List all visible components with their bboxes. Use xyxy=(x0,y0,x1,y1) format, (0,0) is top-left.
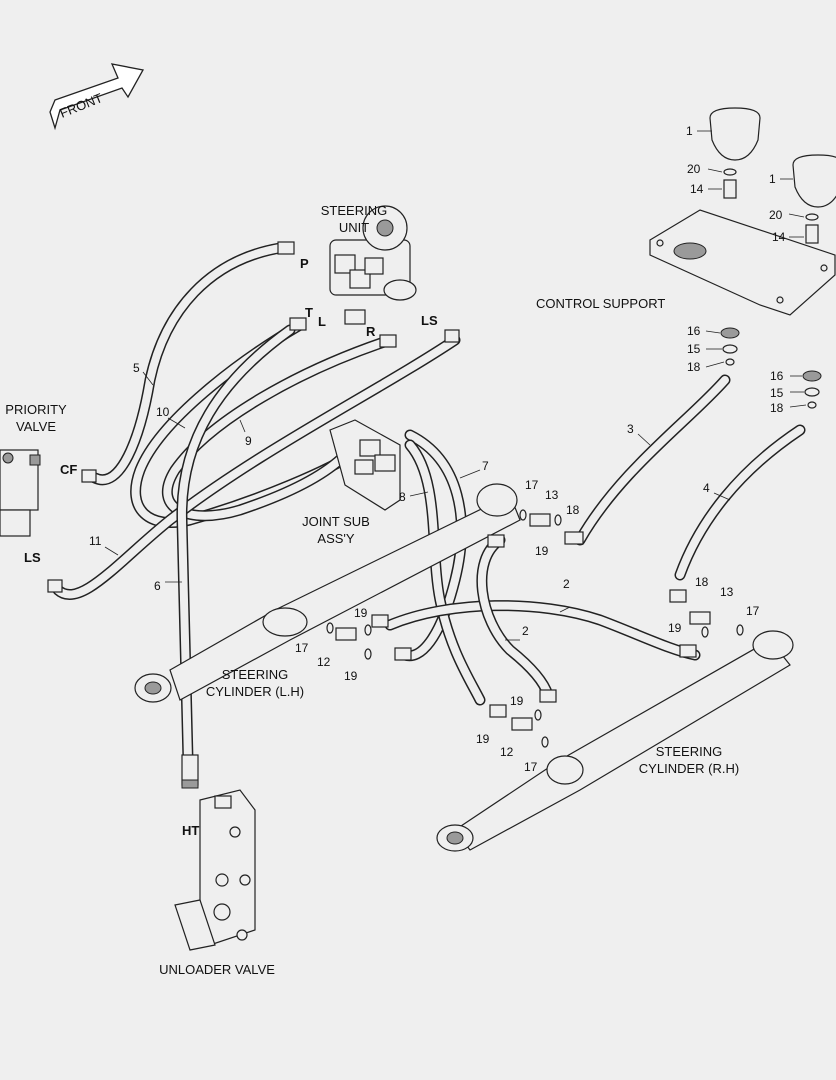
joint-sub-assy-label-line1: JOINT SUB xyxy=(302,514,370,529)
callout-8: 8 xyxy=(399,490,406,504)
port-t-label: T xyxy=(305,305,313,320)
callout-1a: 1 xyxy=(686,124,693,138)
callout-14a: 14 xyxy=(690,182,704,196)
callout-9: 9 xyxy=(245,434,252,448)
callout-18b: 18 xyxy=(770,401,784,415)
port-cf-label: CF xyxy=(60,462,77,477)
accumulator-left xyxy=(709,107,761,199)
callout-17a: 17 xyxy=(525,478,539,492)
callout-17c: 17 xyxy=(295,641,309,655)
port-ls-unit-label: LS xyxy=(421,313,438,328)
callout-20b: 20 xyxy=(769,208,783,222)
steering-cylinder-rh xyxy=(436,630,794,852)
callout-13a: 13 xyxy=(545,488,559,502)
callout-18d: 18 xyxy=(695,575,709,589)
port-l-label: L xyxy=(318,314,326,329)
callout-18c: 18 xyxy=(566,503,580,517)
control-support-plate xyxy=(649,209,836,316)
port-labels: P T L R LS CF LS HT xyxy=(24,256,438,838)
port-p-label: P xyxy=(300,256,309,271)
callout-1b: 1 xyxy=(769,172,776,186)
callout-3: 3 xyxy=(627,422,634,436)
port-r-label: R xyxy=(366,324,376,339)
steering-unit-label-line1: STEERING xyxy=(321,203,387,218)
priority-valve-label-line2: VALVE xyxy=(16,419,56,434)
callout-18a: 18 xyxy=(687,360,701,374)
priority-valve xyxy=(0,449,41,537)
leader-lines xyxy=(104,130,807,641)
unloader-valve xyxy=(174,754,256,951)
callout-15b: 15 xyxy=(770,386,784,400)
control-support-label: CONTROL SUPPORT xyxy=(536,296,665,311)
callout-20a: 20 xyxy=(687,162,701,176)
component-labels: STEERING UNIT PRIORITY VALVE CONTROL SUP… xyxy=(5,203,739,977)
callout-2b: 2 xyxy=(522,624,529,638)
callout-14b: 14 xyxy=(772,230,786,244)
callout-4: 4 xyxy=(703,481,710,495)
steering-cylinder-lh-label-line2: CYLINDER (L.H) xyxy=(206,684,304,699)
steering-cylinder-lh xyxy=(134,483,521,703)
callout-12a: 12 xyxy=(317,655,331,669)
callout-numbers: 1 20 14 1 20 14 16 15 18 16 15 18 5 10 9… xyxy=(89,124,786,774)
fittings xyxy=(47,241,744,748)
unloader-valve-label: UNLOADER VALVE xyxy=(159,962,275,977)
front-arrow: FRONT xyxy=(49,63,145,131)
callout-6: 6 xyxy=(154,579,161,593)
callout-13b: 13 xyxy=(720,585,734,599)
callout-19d: 19 xyxy=(344,669,358,683)
callout-10: 10 xyxy=(156,405,170,419)
steering-cylinder-rh-label-line2: CYLINDER (R.H) xyxy=(639,761,739,776)
callout-11: 11 xyxy=(89,534,102,548)
steering-unit-label-line2: UNIT xyxy=(339,220,369,235)
steering-cylinder-lh-label-line1: STEERING xyxy=(222,667,288,682)
accumulator-right xyxy=(792,154,836,244)
steering-unit xyxy=(329,205,417,325)
callout-12b: 12 xyxy=(500,745,514,759)
steering-cylinder-rh-label-line1: STEERING xyxy=(656,744,722,759)
callout-19f: 19 xyxy=(476,732,490,746)
callout-16a: 16 xyxy=(687,324,701,338)
callout-17d: 17 xyxy=(524,760,538,774)
priority-valve-label-line1: PRIORITY xyxy=(5,402,67,417)
callout-19e: 19 xyxy=(510,694,524,708)
callout-2a: 2 xyxy=(563,577,570,591)
callout-19b: 19 xyxy=(668,621,682,635)
callout-16b: 16 xyxy=(770,369,784,383)
callout-5: 5 xyxy=(133,361,140,375)
callout-19c: 19 xyxy=(354,606,368,620)
callout-15a: 15 xyxy=(687,342,701,356)
port-ls-valve-label: LS xyxy=(24,550,41,565)
callout-17b: 17 xyxy=(746,604,760,618)
callout-19a: 19 xyxy=(535,544,549,558)
joint-sub-assy-label-line2: ASS'Y xyxy=(317,531,354,546)
port-ht-label: HT xyxy=(182,823,199,838)
callout-7: 7 xyxy=(482,459,489,473)
joint-sub-assy xyxy=(329,419,401,511)
plate-fittings xyxy=(720,327,822,409)
